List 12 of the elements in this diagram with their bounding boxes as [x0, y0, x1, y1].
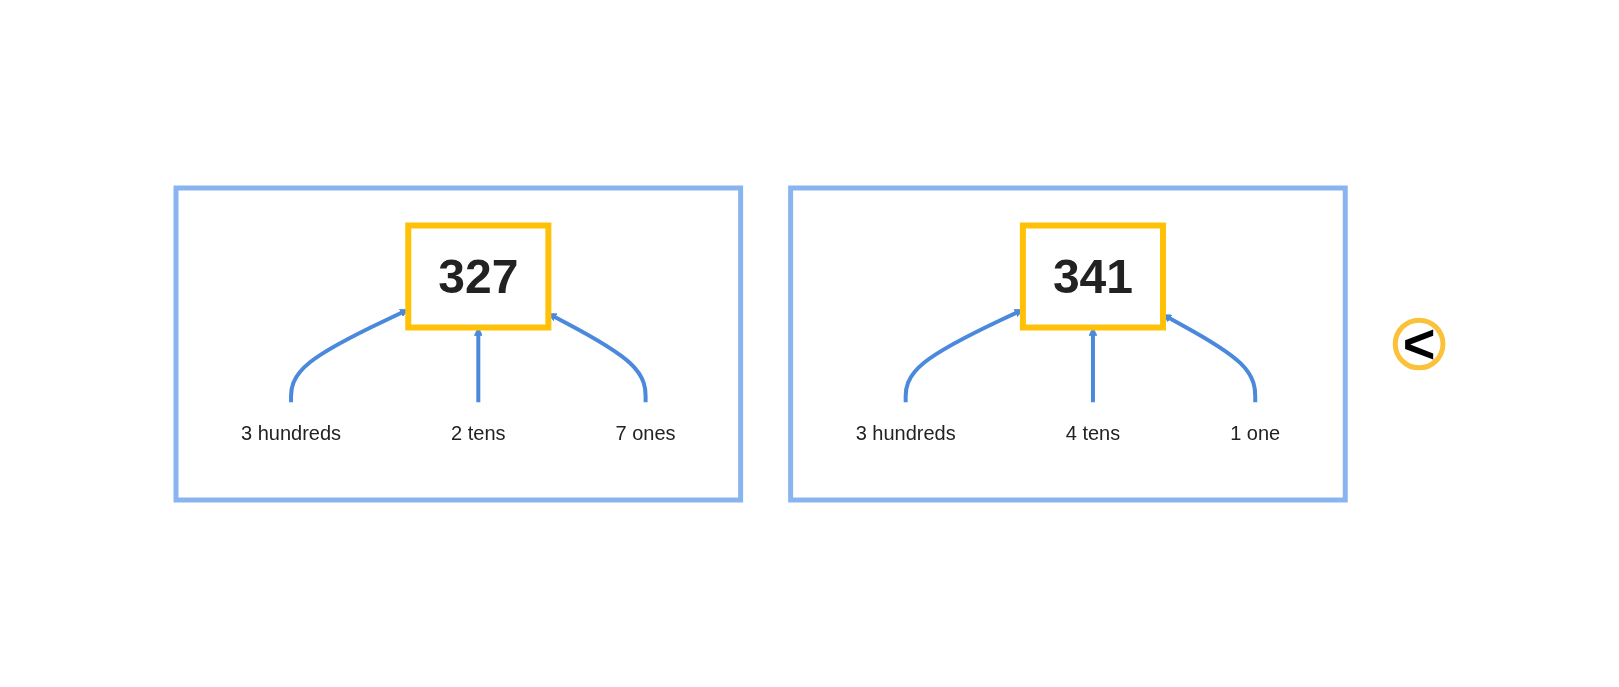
- node-text: 1 one: [1230, 421, 1281, 443]
- node-text: 3 hundreds: [241, 421, 342, 443]
- node-text: 2 tens: [451, 421, 506, 443]
- node-box: 327: [405, 222, 552, 330]
- cluster: [788, 185, 1348, 502]
- node-text: 7 ones: [615, 421, 676, 443]
- node-circle: <: [1392, 317, 1446, 370]
- node-text: 4 tens: [1065, 421, 1121, 443]
- node-text: 3 hundreds: [855, 421, 956, 443]
- cluster: [173, 185, 744, 502]
- arrow: [548, 312, 648, 402]
- node-box: 341: [1019, 222, 1166, 330]
